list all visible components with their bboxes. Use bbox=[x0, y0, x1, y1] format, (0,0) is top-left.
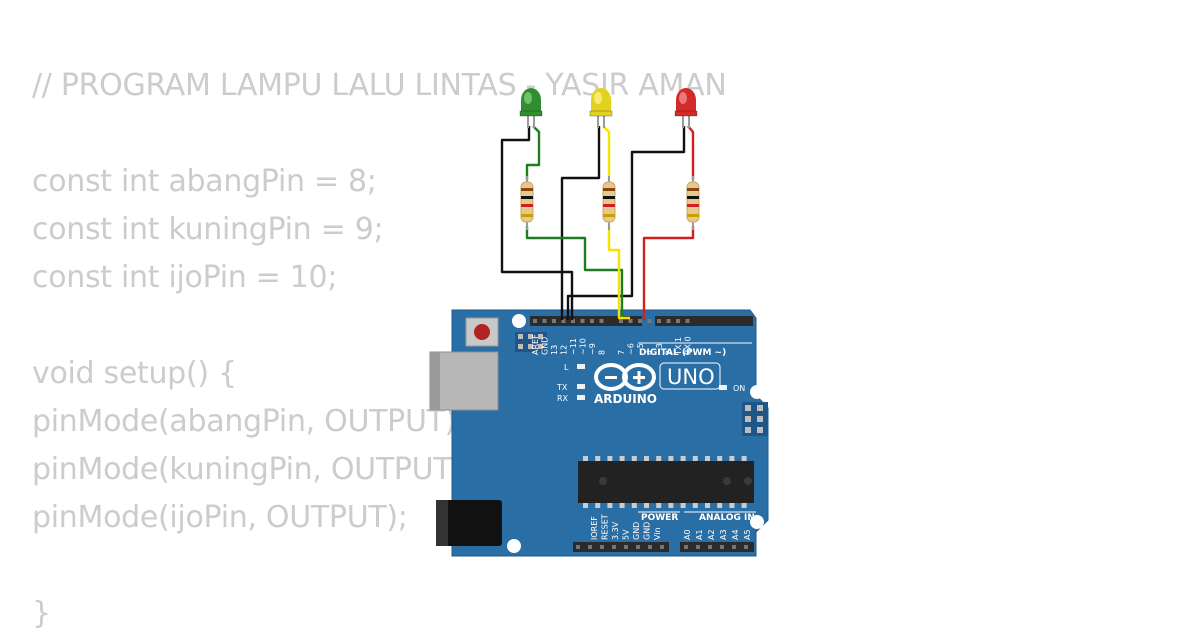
arduino-logo-icon bbox=[594, 363, 656, 391]
uno-model: UNO bbox=[667, 365, 715, 389]
code-line[interactable]: pinMode(kuningPin, OUTPUT); bbox=[32, 452, 473, 487]
digital-pin-label: ~11 bbox=[569, 338, 578, 355]
digital-pin-label: 8 bbox=[598, 350, 607, 355]
on-led-label: ON bbox=[733, 384, 745, 393]
digital-pin-label: 13 bbox=[550, 345, 559, 355]
green-wire-led bbox=[525, 125, 541, 180]
digital-header-label: DIGITAL (PWM ~) bbox=[639, 348, 726, 358]
power-pin-label: GND bbox=[632, 522, 641, 540]
green-led bbox=[519, 88, 543, 128]
digital-pin-label: ~6 bbox=[627, 343, 636, 355]
digital-pin-label: GND bbox=[541, 337, 550, 355]
analog-pin-label: A3 bbox=[719, 529, 728, 540]
power-label: POWER bbox=[641, 513, 678, 523]
code-line[interactable]: const int kuningPin = 9; bbox=[32, 212, 384, 247]
power-pin-label: GND bbox=[643, 522, 652, 540]
digital-pin-label: ~3 bbox=[655, 343, 664, 355]
power-pin-label: Vin bbox=[653, 527, 662, 540]
red-wire-resistor bbox=[642, 226, 695, 320]
code-editor[interactable]: // PROGRAM LAMPU LALU LINTAS - YASIR AMA… bbox=[32, 62, 727, 638]
analog-pin-label: A5 bbox=[743, 529, 752, 540]
yellow-led bbox=[589, 88, 613, 128]
digital-pin-label: 12 bbox=[560, 345, 569, 355]
resistors bbox=[520, 176, 700, 230]
digital-pin-label: 2 bbox=[665, 350, 674, 355]
digital-pin-label: TX 1 bbox=[674, 337, 683, 356]
analog-pin-label: A1 bbox=[695, 529, 704, 540]
rx-led-label: RX bbox=[557, 394, 569, 403]
analog-pin-label: A0 bbox=[683, 529, 692, 540]
code-line[interactable]: const int abangPin = 8; bbox=[32, 164, 377, 199]
power-pin-label: 5V bbox=[622, 529, 631, 540]
power-pin-label: RESET bbox=[601, 514, 610, 540]
wiring bbox=[500, 125, 695, 320]
arduino-brand: ARDUINO bbox=[594, 392, 657, 406]
traffic-leds bbox=[519, 88, 698, 128]
power-pin-header[interactable] bbox=[573, 542, 669, 552]
code-line[interactable]: // PROGRAM LAMPU LALU LINTAS - YASIR AMA… bbox=[32, 68, 727, 103]
green-wire-resistor bbox=[525, 226, 624, 320]
yellow-wire-resistor bbox=[607, 226, 630, 320]
yellow-wire-led bbox=[602, 125, 611, 180]
analog-label: ANALOG IN bbox=[699, 513, 755, 523]
resistor bbox=[520, 176, 534, 230]
dc-power-jack bbox=[436, 500, 502, 546]
code-line[interactable]: } bbox=[32, 596, 51, 631]
red-led bbox=[674, 88, 698, 128]
microcontroller-chip bbox=[578, 456, 754, 508]
code-line[interactable]: pinMode(ijoPin, OUTPUT); bbox=[32, 500, 408, 535]
digital-pin-label: RX 0 bbox=[684, 336, 693, 355]
black-wire-yellow-led bbox=[560, 126, 601, 320]
black-wire-red-led bbox=[566, 126, 686, 320]
digital-pin-label: ~5 bbox=[636, 343, 645, 355]
digital-pin-label: 4 bbox=[646, 350, 655, 355]
resistor bbox=[686, 176, 700, 230]
digital-pin-label: AREF bbox=[531, 334, 540, 355]
digital-pin-label: 7 bbox=[617, 350, 626, 355]
resistor bbox=[602, 176, 616, 230]
digital-pin-header[interactable] bbox=[530, 316, 753, 326]
power-pin-label: 3.3V bbox=[611, 521, 620, 540]
led-l-label: L bbox=[564, 363, 569, 372]
digital-pin-label: ~10 bbox=[579, 338, 588, 355]
tx-led-label: TX bbox=[556, 383, 568, 392]
power-pin-label: IOREF bbox=[590, 516, 599, 540]
analog-pin-header[interactable] bbox=[680, 542, 754, 552]
code-line[interactable]: void setup() { bbox=[32, 356, 237, 391]
analog-pin-label: A4 bbox=[731, 529, 740, 540]
code-line[interactable]: const int ijoPin = 10; bbox=[32, 260, 338, 295]
black-wire-green-led bbox=[500, 126, 574, 320]
digital-pin-label: ~9 bbox=[588, 343, 597, 355]
usb-port bbox=[429, 351, 499, 411]
red-wire-led bbox=[687, 125, 695, 180]
analog-pin-label: A2 bbox=[707, 529, 716, 540]
